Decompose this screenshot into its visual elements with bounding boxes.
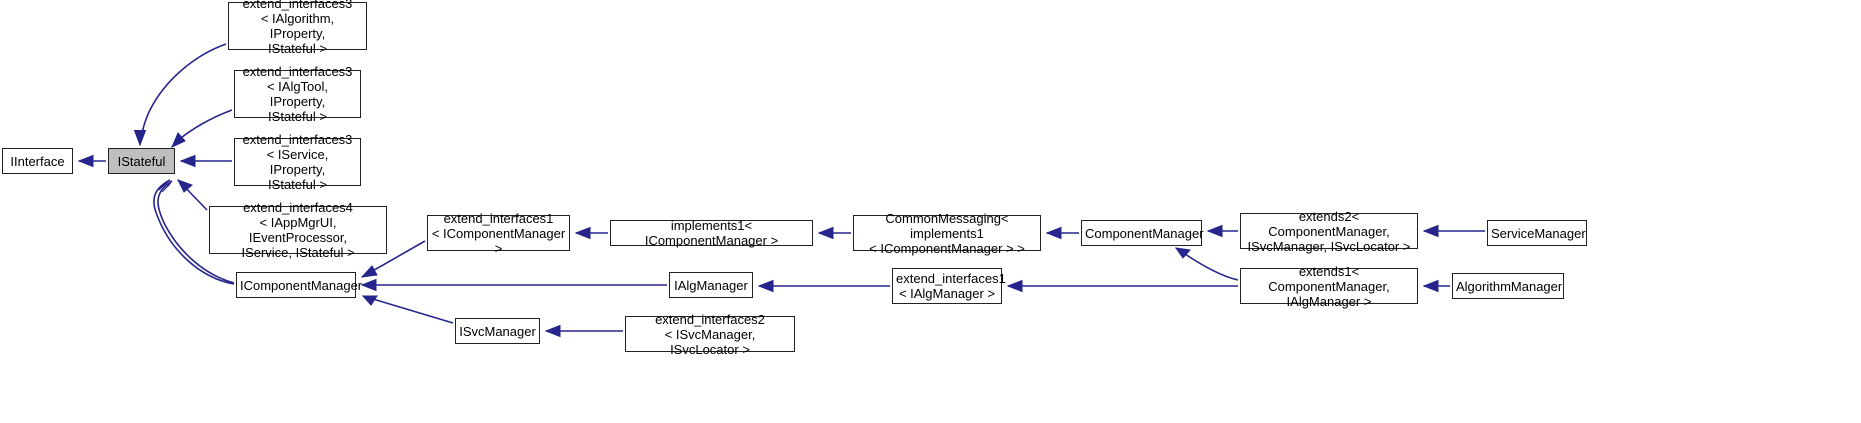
- graph-node-icomponentmanager[interactable]: IComponentManager: [236, 272, 363, 298]
- graph-node-componentmanager[interactable]: ComponentManager: [1081, 220, 1204, 246]
- edge-arrowhead: [1422, 224, 1439, 238]
- graph-node-extend_interfaces1_ialgmanager[interactable]: extend_interfaces1 < IAlgManager >: [892, 268, 1006, 304]
- graph-node-label: extends2< ComponentManager, ISvcManager,…: [1247, 208, 1411, 254]
- graph-node-isvcmanager[interactable]: ISvcManager: [455, 318, 540, 344]
- edge-arrowhead: [1045, 226, 1062, 240]
- graph-node-istateful[interactable]: IStateful: [108, 148, 175, 174]
- graph-node-ialgmanager[interactable]: IAlgManager: [669, 272, 753, 298]
- graph-node-label: IStateful: [117, 153, 166, 169]
- graph-node-label: extend_interfaces3 < IAlgTool, IProperty…: [242, 64, 353, 124]
- graph-node-label: extend_interfaces4 < IAppMgrUI, IEventPr…: [241, 200, 355, 260]
- edge-line: [171, 109, 233, 148]
- edge-arrowhead: [161, 180, 173, 193]
- edge-arrowhead: [574, 226, 591, 240]
- graph-node-label: implements1< IComponentManager >: [644, 218, 779, 248]
- edge-arrowhead: [757, 279, 774, 293]
- edge-arrowhead: [1422, 279, 1439, 293]
- graph-node-label: ServiceManager: [1491, 225, 1586, 241]
- graph-node-label: extend_interfaces2 < ISvcManager, ISvcLo…: [655, 311, 765, 357]
- graph-node-iinterface[interactable]: IInterface: [2, 148, 73, 174]
- graph-node-extends2_componentmanager[interactable]: extends2< ComponentManager, ISvcManager,…: [1240, 209, 1418, 254]
- edge-arrowhead: [360, 278, 377, 292]
- edge-arrowhead: [544, 324, 561, 338]
- graph-node-extend_interfaces3_ialgtool[interactable]: extend_interfaces3 < IAlgTool, IProperty…: [234, 64, 361, 124]
- edge-arrowhead: [133, 130, 147, 147]
- edge-line: [362, 295, 454, 324]
- edge-arrowhead: [77, 154, 94, 168]
- graph-node-commonmessaging_implements1[interactable]: CommonMessaging< implements1 < IComponen…: [853, 211, 1041, 256]
- graph-node-label: ComponentManager: [1085, 225, 1204, 241]
- edge-line: [1175, 247, 1239, 281]
- graph-node-extend_interfaces3_ialgorithm[interactable]: extend_interfaces3 < IAlgorithm, IProper…: [228, 0, 367, 56]
- edge-arrowhead: [176, 179, 193, 193]
- edge-arrowhead: [361, 295, 378, 306]
- edge-arrowhead: [1006, 279, 1023, 293]
- graph-node-label: AlgorithmManager: [1456, 278, 1563, 294]
- graph-node-label: extend_interfaces1 < IComponentManager >: [431, 210, 566, 256]
- graph-node-label: extends1< ComponentManager, IAlgManager …: [1268, 263, 1390, 309]
- graph-node-servicemanager[interactable]: ServiceManager: [1487, 220, 1587, 246]
- graph-node-label: IAlgManager: [674, 277, 748, 293]
- graph-node-implements1_icomponentmanager[interactable]: implements1< IComponentManager >: [610, 218, 813, 248]
- graph-node-label: IComponentManager: [240, 277, 363, 293]
- graph-node-algorithmmanager[interactable]: AlgorithmManager: [1452, 273, 1564, 299]
- edge-line: [139, 43, 227, 146]
- edge-arrowhead: [1174, 247, 1191, 259]
- graph-node-label: IInterface: [10, 153, 65, 169]
- graph-node-extend_interfaces2_isvcmanager[interactable]: extend_interfaces2 < ISvcManager, ISvcLo…: [625, 312, 795, 357]
- graph-node-extend_interfaces1_icomponentmanager[interactable]: extend_interfaces1 < IComponentManager >: [427, 211, 570, 256]
- graph-node-label: extend_interfaces1 < IAlgManager >: [896, 271, 1006, 301]
- graph-node-label: extend_interfaces3 < IService, IProperty…: [242, 132, 353, 192]
- edge-arrowhead: [171, 132, 186, 148]
- graph-node-label: extend_interfaces3 < IAlgorithm, IProper…: [242, 0, 353, 56]
- graph-node-extends1_componentmanager[interactable]: extends1< ComponentManager, IAlgManager …: [1240, 264, 1418, 309]
- graph-node-label: ISvcManager: [459, 323, 536, 339]
- edge-arrowhead: [179, 154, 196, 168]
- edge-arrowhead: [158, 179, 171, 191]
- graph-node-label: CommonMessaging< implements1 < IComponen…: [869, 210, 1025, 256]
- edge-line: [177, 179, 208, 211]
- edge-arrowhead: [1206, 224, 1223, 238]
- edge-arrowhead: [360, 265, 378, 278]
- graph-node-extend_interfaces4_iappmgrui[interactable]: extend_interfaces4 < IAppMgrUI, IEventPr…: [209, 200, 387, 260]
- graph-node-extend_interfaces3_iservice[interactable]: extend_interfaces3 < IService, IProperty…: [234, 132, 361, 192]
- edge-arrowhead: [817, 226, 834, 240]
